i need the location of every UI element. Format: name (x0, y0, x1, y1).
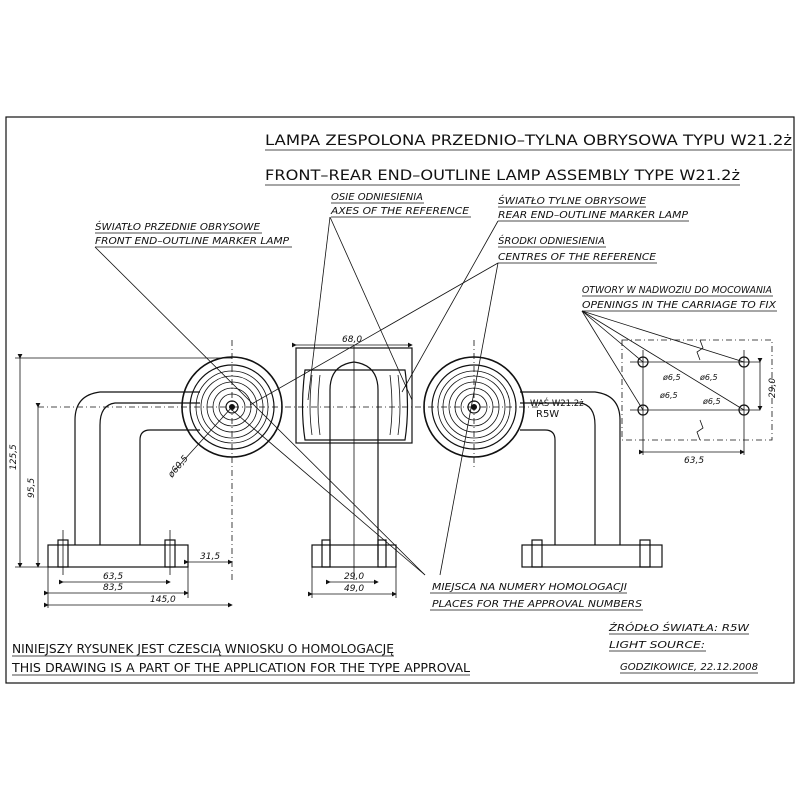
svg-text:ŹRÓDŁO ŚWIATŁA: R5W: ŹRÓDŁO ŚWIATŁA: R5W (608, 621, 750, 634)
svg-text:OTWORY W NADWOZIU DO MOCOWANIA: OTWORY W NADWOZIU DO MOCOWANIA (582, 285, 772, 296)
svg-text:49,0: 49,0 (344, 584, 364, 594)
bulb-label: R5W (536, 409, 559, 420)
svg-text:ø6,5: ø6,5 (659, 391, 678, 400)
svg-text:29,0: 29,0 (344, 572, 364, 582)
svg-text:ŚRODKI ODNIESIENIA: ŚRODKI ODNIESIENIA (498, 234, 605, 247)
svg-text:PLACES FOR THE APPROVAL NUMBER: PLACES FOR THE APPROVAL NUMBERS (432, 599, 643, 610)
callout-centres: ŚRODKI ODNIESIENIA CENTRES OF THE REFERE… (498, 234, 657, 264)
drawing-frame (5, 116, 795, 684)
callout-axes: OSIE ODNIESIENIA AXES OF THE REFERENCE (330, 192, 471, 218)
svg-text:OSIE ODNIESIENIA: OSIE ODNIESIENIA (331, 192, 423, 203)
left-lamp-front-view (47, 356, 283, 575)
svg-text:ø6,5: ø6,5 (699, 373, 718, 382)
callout-rear-lamp: ŚWIATŁO TYLNE OBRYSOWE REAR END–OUTLINE … (498, 194, 689, 222)
svg-text:FRONT END–OUTLINE MARKER LAMP: FRONT END–OUTLINE MARKER LAMP (95, 236, 290, 247)
svg-text:ŚWIATŁO TYLNE OBRYSOWE: ŚWIATŁO TYLNE OBRYSOWE (498, 194, 647, 207)
right-lamp-rear-view: WAŚ W21.2ż R5W (423, 356, 663, 568)
svg-text:LIGHT SOURCE:: LIGHT SOURCE: (609, 640, 705, 651)
svg-text:29,0: 29,0 (768, 378, 778, 398)
svg-text:CENTRES OF THE REFERENCE: CENTRES OF THE REFERENCE (498, 252, 657, 263)
svg-text:NINIEJSZY RYSUNEK JEST CZESCIĄ: NINIEJSZY RYSUNEK JEST CZESCIĄ WNIOSKU O… (12, 642, 394, 656)
light-source-note: ŹRÓDŁO ŚWIATŁA: R5W LIGHT SOURCE: (608, 621, 750, 652)
svg-text:ø6,5: ø6,5 (702, 397, 721, 406)
svg-text:68,0: 68,0 (342, 335, 362, 345)
title-english: FRONT–REAR END–OUTLINE LAMP ASSEMBLY TYP… (265, 168, 740, 184)
svg-text:REAR END–OUTLINE MARKER LAMP: REAR END–OUTLINE MARKER LAMP (498, 210, 689, 221)
svg-text:GODZIKOWICE, 22.12.2008: GODZIKOWICE, 22.12.2008 (620, 662, 758, 673)
place-date: GODZIKOWICE, 22.12.2008 (620, 662, 758, 674)
svg-text:145,0: 145,0 (150, 595, 176, 605)
svg-text:63,5: 63,5 (684, 456, 704, 466)
svg-text:63,5: 63,5 (103, 572, 123, 582)
callout-approval: MIEJSCA NA NUMERY HOMOLOGACJI PLACES FOR… (430, 582, 643, 611)
callout-front-lamp: ŚWIATŁO PRZEDNIE OBRYSOWE FRONT END–OUTL… (95, 220, 292, 248)
callout-openings: OTWORY W NADWOZIU DO MOCOWANIA OPENINGS … (582, 285, 777, 312)
svg-text:83,5: 83,5 (103, 583, 123, 593)
svg-text:AXES OF THE REFERENCE: AXES OF THE REFERENCE (330, 206, 470, 217)
svg-text:31,5: 31,5 (200, 552, 220, 562)
mounting-hole-detail: ø6,5 ø6,5 ø6,5 ø6,5 29,0 63,5 (621, 339, 778, 466)
leader-lines (94, 216, 745, 576)
svg-text:ø60,5: ø60,5 (166, 454, 191, 481)
svg-text:125,5: 125,5 (9, 444, 19, 470)
svg-text:ŚWIATŁO PRZEDNIE OBRYSOWE: ŚWIATŁO PRZEDNIE OBRYSOWE (95, 220, 261, 233)
title-polish: LAMPA ZESPOLONA PRZEDNIO–TYLNA OBRYSOWA … (265, 133, 792, 149)
reference-axes (38, 340, 540, 580)
center-lamp-side-view (295, 345, 413, 580)
svg-text:ø6,5: ø6,5 (662, 373, 681, 382)
approval-note: NINIEJSZY RYSUNEK JEST CZESCIĄ WNIOSKU O… (11, 642, 470, 676)
svg-text:95,5: 95,5 (27, 478, 37, 498)
svg-text:OPENINGS IN THE CARRIAGE TO FI: OPENINGS IN THE CARRIAGE TO FIX (582, 300, 777, 311)
bulb-type-label: WAŚ W21.2ż (530, 397, 584, 409)
svg-text:MIEJSCA NA NUMERY HOMOLOGACJI: MIEJSCA NA NUMERY HOMOLOGACJI (432, 582, 627, 593)
svg-text:THIS DRAWING IS A PART OF THE: THIS DRAWING IS A PART OF THE APPLICATIO… (11, 661, 470, 675)
